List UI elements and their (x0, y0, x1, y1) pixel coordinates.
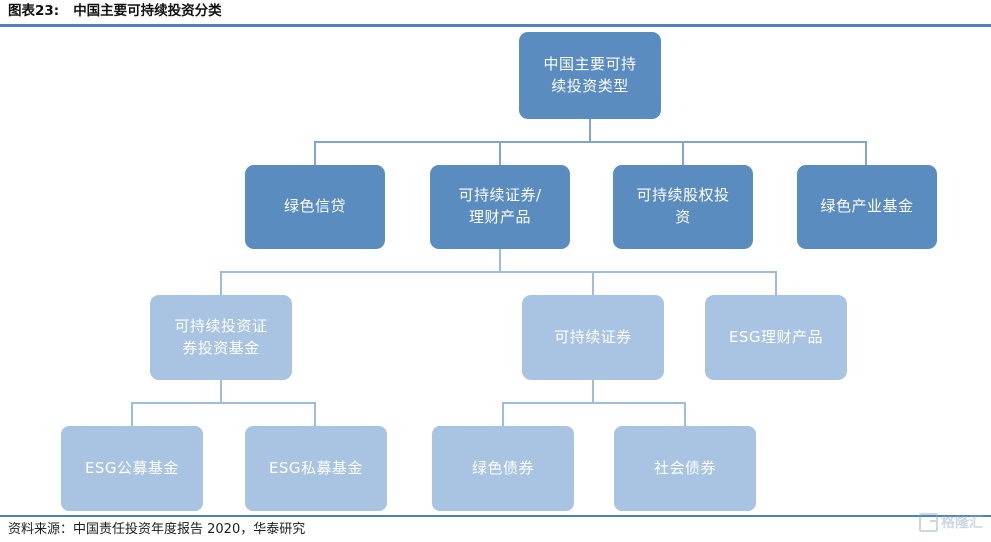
connector-level4-right-stem (592, 380, 594, 403)
node-esg-public-fund[interactable]: ESG公募基金 (61, 426, 203, 511)
connector-to-green-credit (314, 141, 316, 166)
footer-divider (0, 515, 991, 517)
node-green-industry-fund[interactable]: 绿色产业基金 (797, 165, 937, 249)
watermark: 格隆汇 (919, 510, 983, 534)
connector-level4-right-bus (502, 402, 686, 404)
node-sustainable-securities-fund[interactable]: 可持续投资证 券投资基金 (150, 295, 292, 380)
connector-to-green-bond (502, 402, 504, 427)
connector-to-esg-wealth-product (775, 271, 777, 296)
watermark-logo-icon (919, 512, 938, 532)
node-root[interactable]: 中国主要可持 续投资类型 (519, 32, 661, 119)
source-note: 资料来源：中国责任投资年度报告 2020，华泰研究 (8, 522, 306, 537)
exhibit-number: 图表23: (8, 3, 60, 19)
connector-level4-left-bus (131, 402, 316, 404)
connector-to-sustainable-securities (592, 271, 594, 296)
connector-to-sustainable-securities-wealth (499, 141, 501, 166)
exhibit-title: 中国主要可持续投资分类 (73, 3, 222, 19)
connector-to-sustainable-securities-fund (220, 271, 222, 296)
connector-level3-bus (220, 271, 777, 273)
connector-to-esg-public-fund (131, 402, 133, 427)
connector-level4-left-stem (220, 380, 222, 403)
connector-to-esg-private-fund (314, 402, 316, 427)
page-title: 图表23: 中国主要可持续投资分类 (8, 0, 222, 22)
node-esg-private-fund[interactable]: ESG私募基金 (245, 426, 387, 511)
connector-root-stem (589, 118, 591, 142)
node-green-credit[interactable]: 绿色信贷 (245, 165, 385, 249)
node-sustainable-securities[interactable]: 可持续证券 (522, 295, 664, 380)
header-divider (0, 24, 991, 27)
node-social-bond[interactable]: 社会债券 (614, 426, 756, 511)
node-sustainable-equity-investment[interactable]: 可持续股权投 资 (613, 165, 753, 249)
connector-level2-bus (314, 141, 866, 143)
connector-level3-stem (499, 249, 501, 272)
connector-to-green-industry-fund (865, 141, 867, 166)
connector-to-social-bond (684, 402, 686, 427)
node-green-bond[interactable]: 绿色债券 (432, 426, 574, 511)
node-sustainable-securities-wealth[interactable]: 可持续证券/ 理财产品 (430, 165, 570, 249)
node-esg-wealth-product[interactable]: ESG理财产品 (705, 295, 847, 380)
connector-to-sustainable-equity-investment (682, 141, 684, 166)
watermark-label: 格隆汇 (941, 515, 983, 531)
